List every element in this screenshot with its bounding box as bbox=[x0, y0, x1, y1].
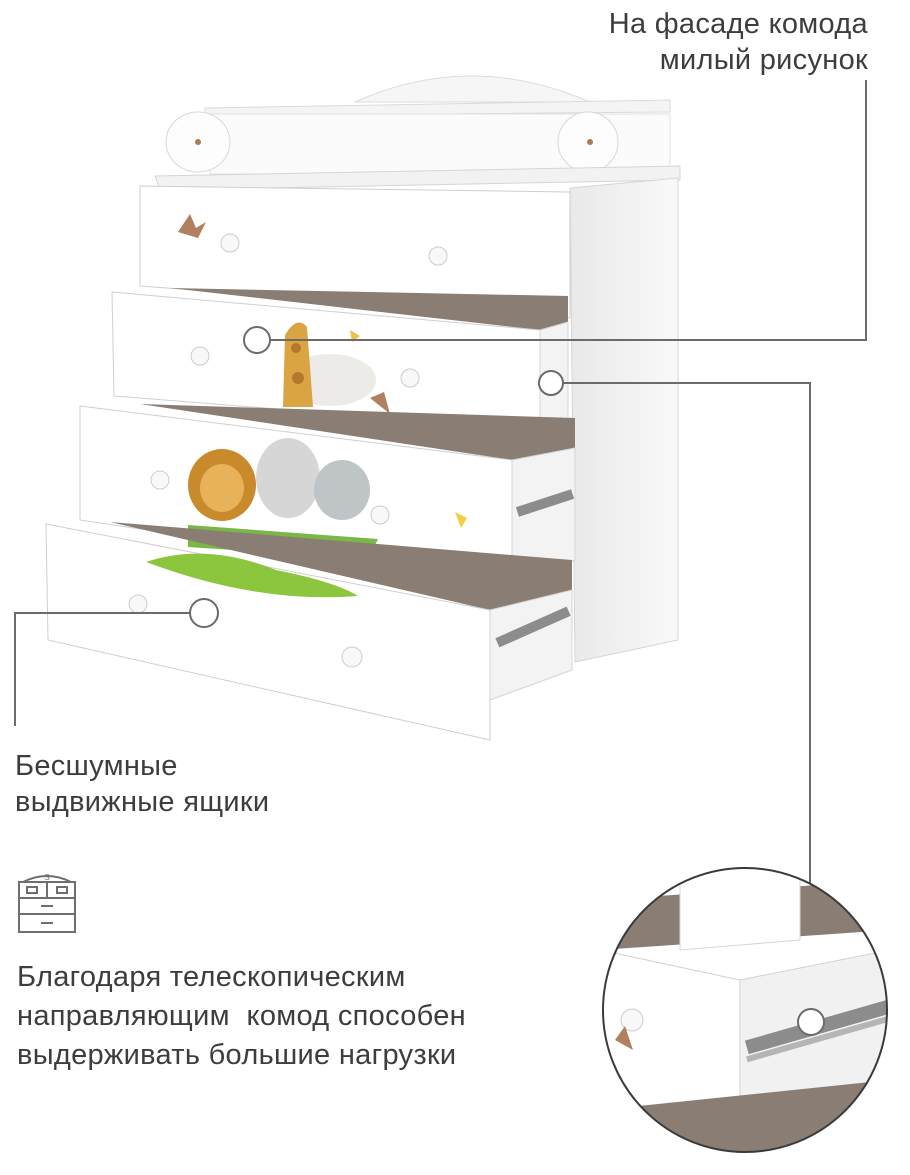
caption-drawers-line-1: Бесшумные bbox=[15, 750, 178, 782]
caption-drawers: Бесшумные выдвижные ящики bbox=[15, 748, 269, 820]
caption-rails-line-2: направляющим комод способен bbox=[17, 1000, 466, 1032]
callout-line-rails bbox=[551, 382, 811, 1022]
zoom-detail bbox=[602, 867, 888, 1153]
callout-dot-zoom bbox=[797, 1008, 825, 1036]
caption-facade-line-1: На фасаде комода bbox=[608, 8, 868, 40]
drawer-2[interactable] bbox=[111, 288, 569, 431]
dresser-icon-badge: S bbox=[44, 873, 49, 882]
callout-dots bbox=[189, 326, 564, 628]
caption-rails-line-3: выдерживать большие нагрузки bbox=[17, 1039, 457, 1071]
caption-drawers-line-2: выдвижные ящики bbox=[15, 786, 270, 818]
dresser-icon: S bbox=[15, 868, 79, 936]
callout-line-facade bbox=[257, 80, 867, 341]
caption-facade: На фасаде комода милый рисунок bbox=[609, 6, 868, 78]
callout-dot-facade bbox=[243, 326, 271, 354]
drawer-4[interactable] bbox=[45, 522, 573, 741]
callout-line-drawers bbox=[14, 612, 204, 726]
callout-dot-rails bbox=[538, 370, 564, 396]
caption-facade-line-2: милый рисунок bbox=[659, 44, 868, 76]
callout-lines bbox=[14, 80, 867, 1022]
drawer-3[interactable] bbox=[79, 404, 576, 585]
caption-rails-line-1: Благодаря телескопическим bbox=[17, 961, 406, 993]
drawer-1[interactable] bbox=[139, 185, 571, 319]
callout-dot-drawers bbox=[189, 598, 219, 628]
caption-rails: Благодаря телескопическим направляющим к… bbox=[17, 958, 466, 1075]
